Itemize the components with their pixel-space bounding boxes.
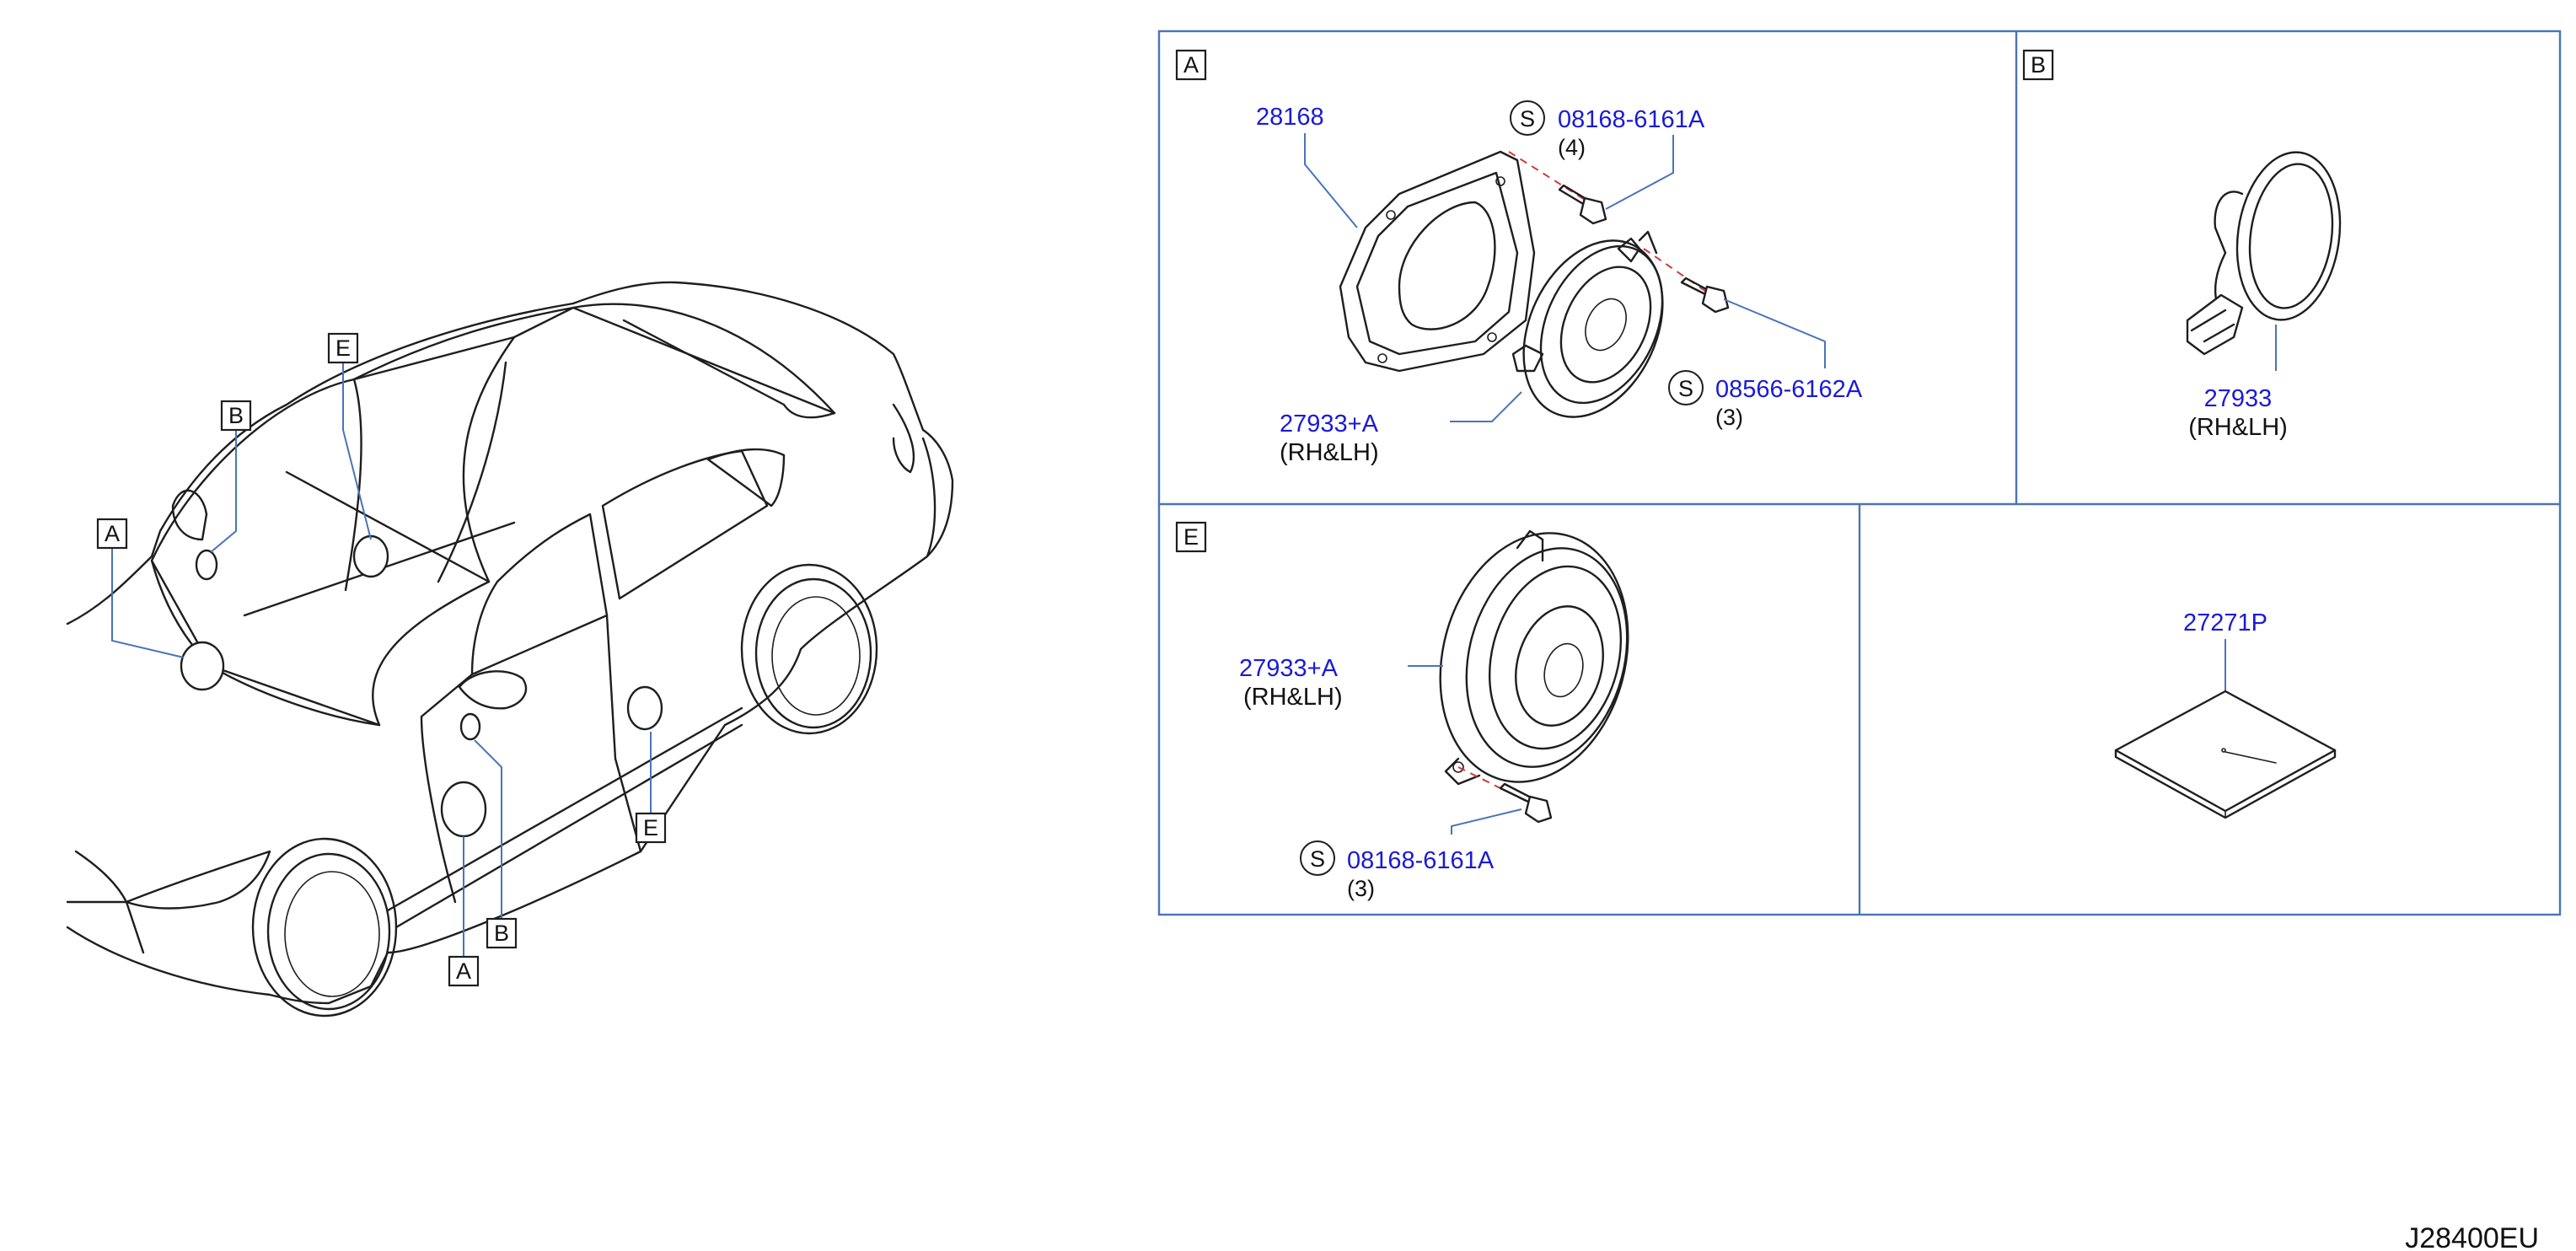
part-number-27271p: 27271P <box>2183 609 2267 636</box>
front-bumper <box>66 850 145 954</box>
panel-e-bolt-label: S 08168-6161A (3) <box>1300 840 1495 901</box>
svg-text:27933: 27933 <box>2204 385 2273 412</box>
speaker-rear-shelf <box>352 534 389 578</box>
svg-text:(RH&LH): (RH&LH) <box>1280 439 1379 466</box>
leader-b-lower <box>474 739 502 919</box>
leader-b-upper <box>210 430 237 553</box>
side-skirt <box>386 706 743 929</box>
leader-a-upper <box>111 548 185 658</box>
car-body-outline <box>66 281 954 1005</box>
side-window-rear <box>601 449 769 600</box>
svg-text:27933+A: 27933+A <box>1239 655 1339 682</box>
panel-a-bolt-label: S 08168-6161A (4) <box>1510 100 1705 160</box>
callout-a-lower: A <box>448 955 480 987</box>
front-wheel-arch <box>251 837 398 1017</box>
panel-label-sheet: 27271P <box>2114 609 2337 819</box>
panel-a-tag: A <box>1175 49 1207 81</box>
svg-text:08566-6162A: 08566-6162A <box>1715 376 1863 403</box>
panel-a-screw-label: S 08566-6162A (3) <box>1668 370 1863 430</box>
svg-text:08168-6161A: 08168-6161A <box>1347 847 1495 874</box>
svg-text:A: A <box>105 521 120 546</box>
svg-text:S: S <box>1520 106 1535 132</box>
tweeter-front-door <box>459 712 481 741</box>
rear-spoiler <box>892 403 915 474</box>
tweeter-housing <box>171 489 208 541</box>
door-cut-rear <box>605 614 642 853</box>
drawing-code: J28400EU <box>2405 1222 2539 1251</box>
panel-b: B 27933 (RH&LH) <box>2022 49 2342 441</box>
leader-e-upper <box>342 362 372 540</box>
headlamp <box>125 850 271 910</box>
svg-text:(RH&LH): (RH&LH) <box>1243 684 1343 711</box>
svg-text:(RH&LH): (RH&LH) <box>2188 414 2288 441</box>
svg-text:E: E <box>335 336 351 361</box>
detail-frame <box>1157 30 2562 916</box>
side-window-front <box>470 513 609 676</box>
front-wheel-hub <box>284 871 380 997</box>
roof-rail <box>437 361 507 583</box>
svg-text:B: B <box>2031 52 2046 78</box>
svg-text:A: A <box>1183 52 1199 78</box>
leader-panel-a-screw <box>1723 298 1826 368</box>
svg-text:S: S <box>1310 846 1325 872</box>
svg-text:(4): (4) <box>1558 135 1586 160</box>
svg-text:S: S <box>1678 376 1693 401</box>
svg-text:27933+A: 27933+A <box>1280 411 1379 438</box>
panel-e-tag: E <box>1175 521 1207 553</box>
vehicle-overview: A B E E B A <box>66 281 954 1017</box>
svg-text:B: B <box>228 403 244 428</box>
callout-b-lower: B <box>486 917 518 949</box>
speaker-bracket <box>1339 150 1536 373</box>
panel-e-speaker-label: 27933+A (RH&LH) <box>1239 655 1343 711</box>
svg-text:08168-6161A: 08168-6161A <box>1558 106 1705 133</box>
svg-text:E: E <box>1183 524 1199 550</box>
panel-a-screw <box>1643 248 1730 314</box>
svg-text:E: E <box>643 815 658 840</box>
side-mirror <box>458 670 528 710</box>
panel-a-speaker-label: 27933+A (RH&LH) <box>1280 411 1379 466</box>
roof-line <box>352 306 836 415</box>
speaker-front-left-dash <box>180 641 225 691</box>
leader-panel-e-bolt <box>1451 808 1522 835</box>
rear-window <box>572 303 836 419</box>
rear-wheel-arch <box>740 563 878 735</box>
panel-a-speaker <box>1511 230 1664 418</box>
callout-e-lower: E <box>635 812 667 844</box>
speaker-rear-door <box>626 685 663 731</box>
svg-text:A: A <box>456 958 471 984</box>
hood-line <box>150 559 381 727</box>
panel-b-tweeter-label: 27933 (RH&LH) <box>2188 385 2288 441</box>
callout-e-upper: E <box>327 332 359 364</box>
leader-panel-a-speaker <box>1450 391 1522 422</box>
panel-a-bolt <box>1508 151 1607 225</box>
door-cut-front <box>420 673 474 904</box>
label-sheet <box>2114 690 2337 819</box>
panel-a: A <box>1175 49 1863 466</box>
panel-e: E 27933+A (RH&LH) S 08168-6161A (3) <box>1175 521 1629 901</box>
callout-b-upper: B <box>220 400 252 432</box>
leader-panel-a-bolt <box>1605 135 1674 210</box>
rear-quarter-window <box>706 448 786 507</box>
panel-b-tag: B <box>2022 49 2054 81</box>
callout-a-upper: A <box>96 518 128 550</box>
svg-text:(3): (3) <box>1715 405 1743 430</box>
tweeter <box>2186 151 2342 356</box>
rear-wheel-hub <box>771 596 861 716</box>
rear-wheel <box>754 577 872 729</box>
svg-text:(3): (3) <box>1347 876 1375 901</box>
panel-e-bolt <box>1457 766 1553 824</box>
leader-28168 <box>1304 133 1358 228</box>
rear-bumper <box>921 437 936 558</box>
panel-e-speaker <box>1439 529 1629 786</box>
part-number-28168: 28168 <box>1256 104 1324 131</box>
speaker-front-door <box>440 781 487 838</box>
front-wheel <box>266 852 391 1011</box>
a-pillar <box>344 378 362 592</box>
tweeter-dash-left <box>195 549 218 581</box>
svg-text:B: B <box>494 921 509 946</box>
